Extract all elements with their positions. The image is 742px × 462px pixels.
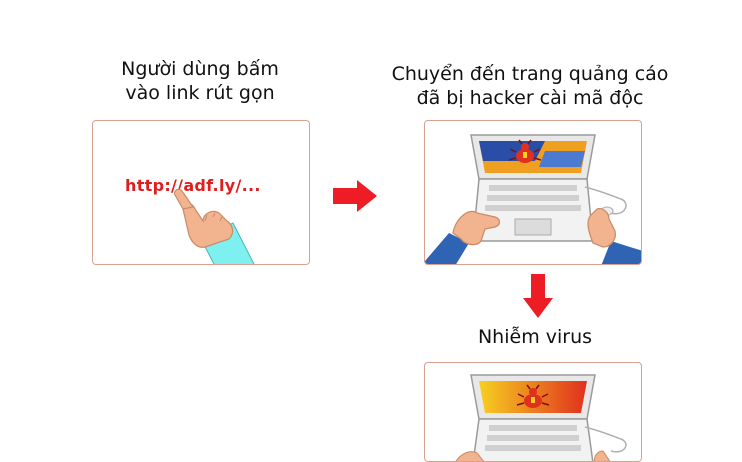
malicious-ad-panel (424, 120, 642, 265)
virus-bug-icon (516, 384, 550, 408)
down-arrow-icon (523, 274, 553, 318)
short-link: http://adf.ly/... (125, 176, 261, 195)
right-arrow-icon (333, 180, 377, 212)
step2-caption: Chuyển đến trang quảng cáo đã bị hacker … (380, 62, 680, 110)
virus-infected-panel (424, 362, 642, 462)
step1-caption: Người dùng bấm vào link rút gọn (95, 57, 305, 105)
step2-caption-line1: Chuyển đến trang quảng cáo (391, 63, 669, 85)
pointing-hand-icon (173, 188, 255, 264)
laptop-icon (425, 134, 641, 264)
laptop-icon (455, 374, 627, 461)
step1-caption-line1: Người dùng bấm (121, 58, 279, 80)
step3-caption: Nhiễm virus (430, 325, 640, 349)
step1-caption-line2: vào link rút gọn (125, 82, 275, 104)
step3-caption-line1: Nhiễm virus (477, 326, 593, 348)
step2-caption-line2: đã bị hacker cài mã độc (416, 87, 644, 109)
virus-bug-icon (508, 139, 542, 163)
link-click-panel: http://adf.ly/... (92, 120, 310, 265)
